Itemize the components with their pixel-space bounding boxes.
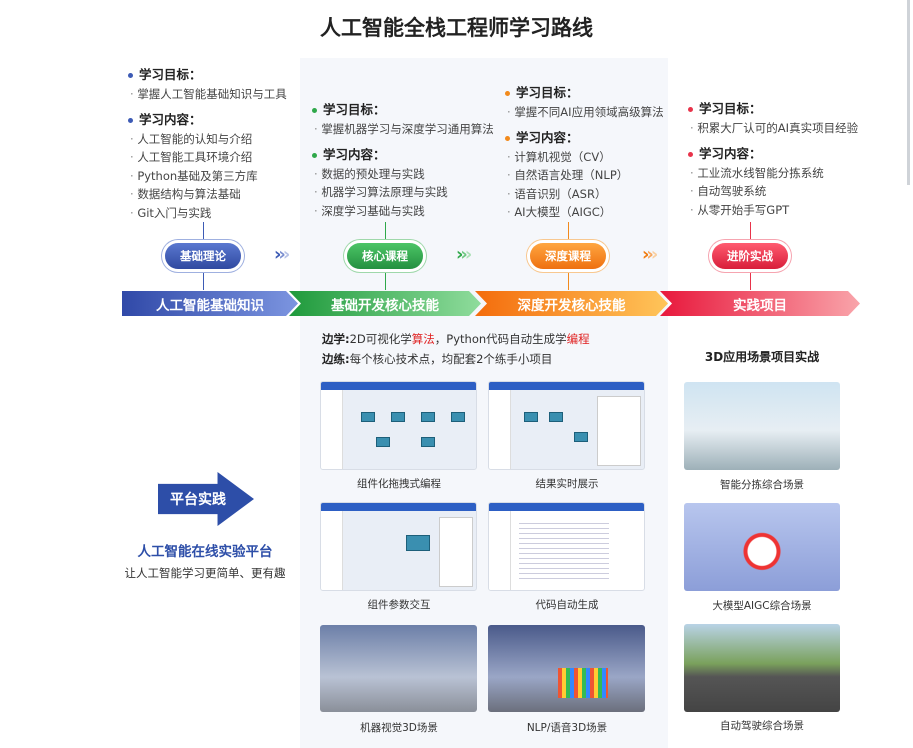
practice-line: 边练:每个核心技术点，均配套2个练手小项目	[322, 350, 552, 369]
learn-highlight: 编程	[566, 332, 590, 346]
learn-line: 边学:2D可视化学算法，Python代码自动生成学编程	[322, 330, 590, 349]
stage-1-details: 学习目标： 掌握人工智能基础知识与工具 学习内容： 人工智能的认知与介绍 人工智…	[128, 62, 287, 222]
goal-heading: 学习目标：	[128, 66, 287, 85]
screenshot-nlp-3d	[488, 625, 645, 712]
goal-heading: 学习目标：	[688, 100, 858, 119]
content-item: 人工智能的认知与介绍	[128, 130, 287, 149]
learn-text: ，Python代码自动生成学	[434, 332, 567, 346]
page-title: 人工智能全栈工程师学习路线	[320, 16, 593, 40]
content-item: 语音识别（ASR）	[505, 185, 664, 204]
banner-stage-4: 实践项目	[660, 291, 860, 316]
goal-item: 积累大厂认可的AI真实项目经验	[688, 119, 858, 138]
content-heading: 学习内容：	[128, 111, 287, 130]
screenshot-caption: 结果实时展示	[535, 478, 599, 490]
connector	[568, 222, 569, 244]
content-item: 工业流水线智能分拣系统	[688, 164, 858, 183]
screenshot-caption: NLP/语音3D场景	[526, 722, 608, 734]
platform-arrow-label: 平台实践	[170, 492, 226, 508]
content-item: Git入门与实践	[128, 204, 287, 223]
content-item: 自动驾驶系统	[688, 182, 858, 201]
content-item: 数据的预处理与实践	[312, 165, 494, 184]
pill-advanced-practice: 进阶实战	[712, 243, 788, 269]
practice-label: 边练:	[322, 352, 350, 366]
platform-name: 人工智能在线实验平台	[137, 544, 273, 560]
content-item: 深度学习基础与实践	[312, 202, 494, 221]
goal-item: 掌握不同AI应用领域高级算法	[505, 103, 663, 122]
scene-sorting	[684, 382, 840, 470]
content-item: AI大模型（AIGC）	[505, 203, 664, 222]
content-heading: 学习内容：	[505, 129, 664, 148]
content-item: 机器学习算法原理与实践	[312, 183, 494, 202]
connector	[750, 268, 751, 290]
content-item: 计算机视觉（CV）	[505, 148, 664, 167]
screenshot-drag-programming	[320, 381, 477, 470]
screenshot-code-generation	[488, 502, 645, 591]
goal-item: 掌握人工智能基础知识与工具	[128, 85, 287, 104]
connector	[203, 222, 204, 244]
screenshot-caption: 机器视觉3D场景	[360, 722, 438, 734]
chevrons-icon: ›››	[642, 244, 659, 265]
platform-slogan: 让人工智能学习更简单、更有趣	[124, 566, 286, 580]
content-item: 数据结构与算法基础	[128, 185, 287, 204]
banner-stage-1: 人工智能基础知识	[122, 291, 298, 316]
content-item: 自然语言处理（NLP）	[505, 166, 664, 185]
banner-stage-3: 深度开发核心技能	[475, 291, 668, 316]
screenshot-caption: 组件化拖拽式编程	[357, 478, 441, 490]
screenshot-caption: 组件参数交互	[367, 599, 431, 611]
content-heading: 学习内容：	[688, 145, 858, 164]
goal-item: 掌握机器学习与深度学习通用算法	[312, 120, 494, 139]
scene-autodrive	[684, 624, 840, 712]
scene-caption: 大模型AIGC综合场景	[712, 600, 812, 612]
goal-heading: 学习目标：	[312, 101, 494, 120]
learn-label: 边学:	[322, 332, 350, 346]
pill-core-course: 核心课程	[347, 243, 423, 269]
scene-aigc	[684, 503, 840, 591]
screenshot-vision-3d	[320, 625, 477, 712]
screenshot-param-interaction	[320, 502, 477, 591]
connector	[385, 268, 386, 290]
content-item: Python基础及第三方库	[128, 167, 287, 186]
practice-text: 每个核心技术点，均配套2个练手小项目	[349, 352, 553, 366]
stage-2-details: 学习目标： 掌握机器学习与深度学习通用算法 学习内容： 数据的预处理与实践 机器…	[312, 97, 494, 220]
pill-basic-theory: 基础理论	[165, 243, 241, 269]
screenshot-realtime-results	[488, 381, 645, 470]
goal-heading: 学习目标：	[505, 84, 664, 103]
connector	[385, 222, 386, 244]
content-item: 从零开始手写GPT	[688, 201, 858, 220]
stage-3-details: 学习目标： 掌握不同AI应用领域高级算法 学习内容： 计算机视觉（CV） 自然语…	[505, 80, 664, 222]
connector	[750, 222, 751, 244]
content-item: 人工智能工具环境介绍	[128, 148, 287, 167]
pill-deep-course: 深度课程	[530, 243, 606, 269]
connector	[203, 268, 204, 290]
learn-highlight: 算法	[411, 332, 435, 346]
scene-caption: 自动驾驶综合场景	[720, 720, 804, 732]
content-heading: 学习内容：	[312, 146, 494, 165]
banner-stage-2: 基础开发核心技能	[289, 291, 481, 316]
learn-text: 2D可视化学	[349, 332, 412, 346]
scenes-title: 3D应用场景项目实战	[704, 350, 820, 364]
chevrons-icon: ›››	[456, 244, 473, 265]
connector	[568, 268, 569, 290]
scene-caption: 智能分拣综合场景	[720, 479, 804, 491]
stage-4-details: 学习目标： 积累大厂认可的AI真实项目经验 学习内容： 工业流水线智能分拣系统 …	[688, 96, 858, 219]
chevrons-icon: ›››	[274, 244, 291, 265]
scrollbar[interactable]	[907, 0, 910, 185]
screenshot-caption: 代码自动生成	[535, 599, 599, 611]
